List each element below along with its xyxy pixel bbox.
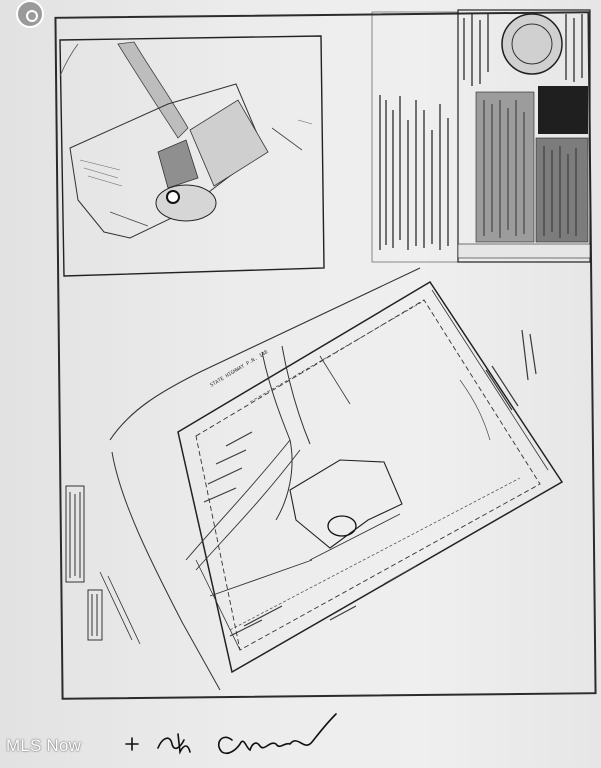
mls-watermark: MLS Now [6,736,82,755]
title-block [371,9,591,263]
inset-map [59,35,325,277]
site-plan [65,267,564,691]
handwritten-signature [125,713,337,755]
mls-logo-icon [16,0,44,28]
